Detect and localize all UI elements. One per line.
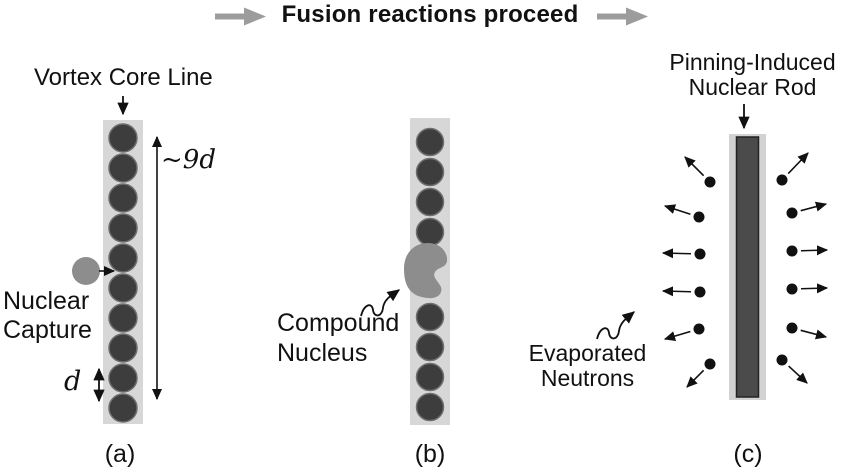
vortex-core-nucleus <box>415 187 445 217</box>
evaporated-neutrons-left <box>661 156 716 388</box>
compound-line2: Nucleus <box>277 339 368 367</box>
neutron-dot <box>776 174 788 186</box>
compound-nucleus-blob <box>404 243 448 299</box>
neutron-velocity-arrow <box>800 201 828 212</box>
vortex-core-column-a <box>108 123 138 423</box>
vortex-core-line-label: Vortex Core Line <box>34 64 213 91</box>
neutron-dot <box>694 248 706 260</box>
vortex-core-nucleus <box>108 123 138 153</box>
compound-line1: Compound <box>277 309 400 337</box>
neutron-dot <box>693 323 705 335</box>
neutron-velocity-arrow <box>686 369 705 388</box>
flow-arrow-left-icon <box>215 7 266 26</box>
vortex-core-nucleus <box>415 392 445 422</box>
panel-b-label: (b) <box>414 440 446 468</box>
neutron-velocity-arrow <box>800 245 829 256</box>
neutron-dot <box>704 358 716 370</box>
vortex-core-nucleus <box>108 303 138 333</box>
pinning-line2: Nuclear Rod <box>688 74 817 100</box>
neutron-dot <box>786 245 798 257</box>
vortex-core-nucleus <box>415 157 445 187</box>
vortex-core-nucleus <box>415 362 445 392</box>
evaporated-neutrons-right <box>776 152 829 384</box>
neutron-velocity-arrow <box>800 283 829 294</box>
neutron-dot <box>786 207 798 219</box>
vortex-core-nucleus <box>108 363 138 393</box>
vortex-core-nucleus <box>108 213 138 243</box>
neutrons-squiggle-arrow <box>596 311 635 340</box>
neutron-dot <box>693 211 705 223</box>
vortex-core-nucleus <box>108 153 138 183</box>
panel-a-label: (a) <box>104 440 136 468</box>
neutron-dot <box>704 176 716 188</box>
vortex-core-nucleus <box>415 127 445 157</box>
neutron-dot <box>776 354 788 366</box>
vortex-core-column-b <box>415 127 445 422</box>
neutron-dot <box>786 283 798 295</box>
neutron-velocity-arrow <box>684 156 705 177</box>
evaporated-line2: Neutrons <box>540 365 635 391</box>
neutron-velocity-arrow <box>663 204 691 215</box>
vortex-core-nucleus <box>108 393 138 423</box>
neutron-velocity-arrow <box>661 248 692 259</box>
vortex-core-nucleus <box>108 243 138 273</box>
neutron-dot <box>694 286 706 298</box>
incoming-nucleus <box>72 257 100 285</box>
flow-arrow-right-icon <box>597 7 648 26</box>
neutron-velocity-arrow <box>787 152 809 175</box>
evaporated-line1: Evaporated <box>528 340 647 366</box>
neutron-velocity-arrow <box>800 329 828 340</box>
vortex-core-nucleus <box>415 302 445 332</box>
neutron-velocity-arrow <box>663 330 691 341</box>
compound-squiggle-arrow <box>360 289 401 317</box>
panel-c-label: (c) <box>733 440 763 468</box>
d-spacing-label: d <box>64 366 82 397</box>
pinned-nuclear-rod <box>735 136 760 398</box>
neutron-velocity-arrow <box>788 365 808 384</box>
neutron-velocity-arrow <box>661 286 692 297</box>
vortex-core-nucleus <box>415 332 445 362</box>
vortex-core-nucleus <box>108 333 138 363</box>
pinning-line1: Pinning-Induced <box>669 49 836 75</box>
neutron-dot <box>786 322 798 334</box>
nuclear-capture-line1: Nuclear <box>3 287 90 315</box>
nuclear-capture-line2: Capture <box>3 316 92 344</box>
vortex-core-nucleus <box>415 217 445 247</box>
vortex-core-nucleus <box>108 183 138 213</box>
nine-d-label: ~9d <box>161 145 216 175</box>
figure-title: Fusion reactions proceed <box>281 1 579 28</box>
vortex-core-nucleus <box>108 273 138 303</box>
